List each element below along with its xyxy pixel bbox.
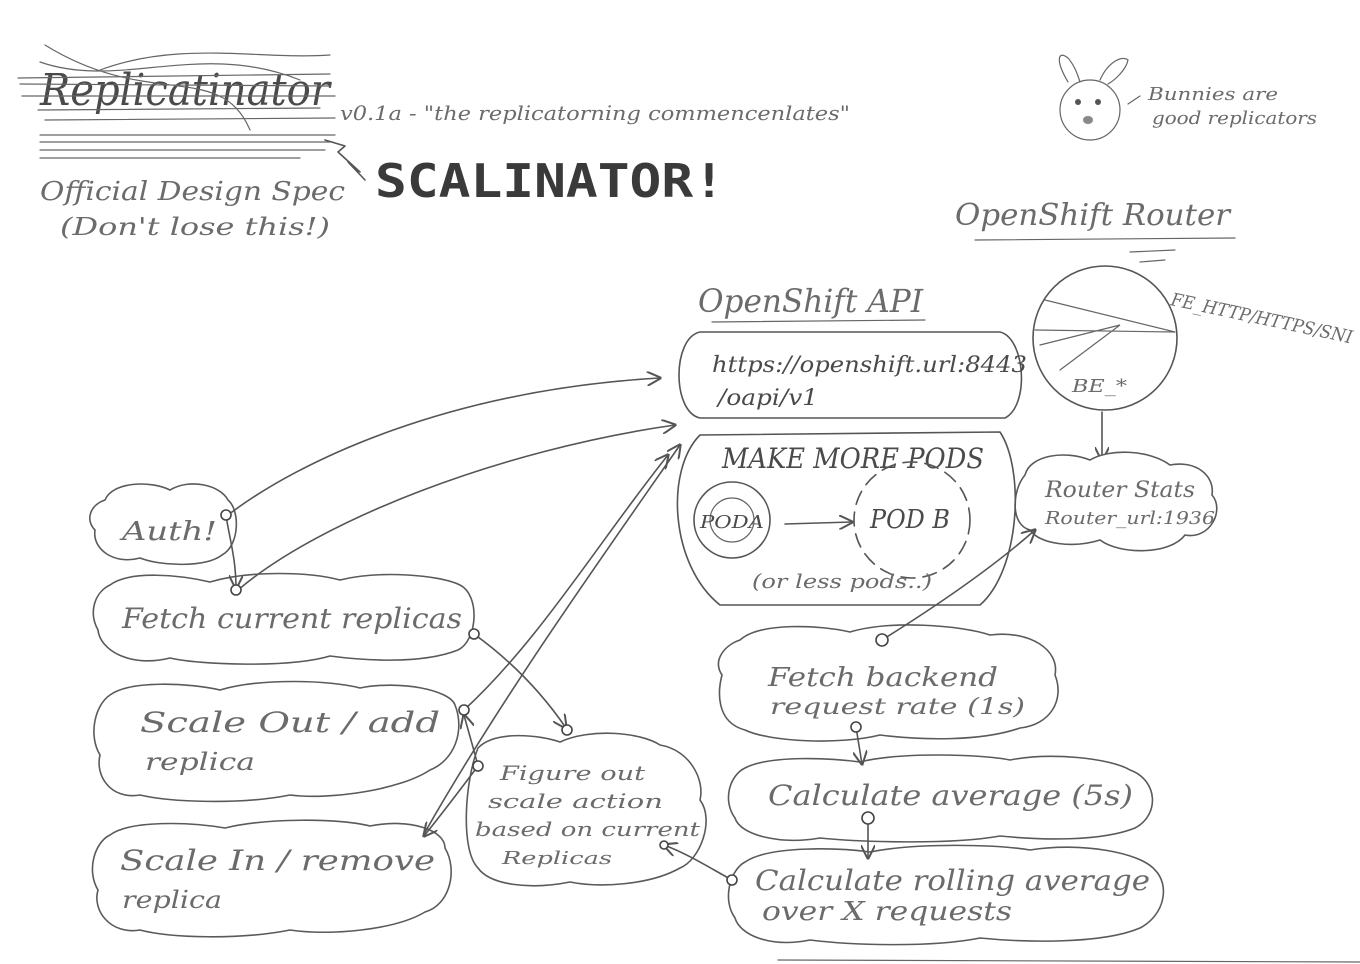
fetch-rate-line-1: Fetch backend [767,663,998,693]
api-endpoint-box [678,331,1023,419]
right-flow: Fetch backend request rate (1s) Calculat… [717,624,1165,946]
arrow-fetch-rate-to-calc [856,726,862,764]
pod-a-label: PODA [699,512,764,533]
arrow-auth-to-api [227,378,660,516]
arrow-fetch-to-api [237,425,675,591]
fetch-replicas-label: Fetch current replicas [121,602,462,635]
arrow-figure-to-scale-in [424,765,479,836]
node-dot [561,724,573,736]
bunny-icon [1058,54,1141,141]
auth-label: Auth! [119,517,217,547]
node-dot [220,509,232,521]
pod-b-label: POD B [869,505,950,535]
node-dot [458,704,470,716]
backend-label: BE_* [1071,376,1127,397]
node-dot [726,874,738,886]
spec-line-1: Official Design Spec [40,177,345,207]
router-diagram [1032,265,1178,411]
scale-out-cloud [93,680,460,803]
old-title: Replicatinator [39,65,333,116]
arrow-rolling-to-figure [664,845,733,881]
pods-box [676,431,1017,606]
api-url-line-1: https://openshift.url:8443 [712,353,1027,378]
pods-heading: MAKE MORE PODS [721,442,984,475]
calc-avg-cloud [727,754,1154,843]
api-group: OpenShift API https://openshift.url:8443… [676,282,1027,606]
bunny-note-line-2: good replicators [1152,108,1317,129]
api-title: OpenShift API [698,282,924,320]
version-note: v0.1a - "the replicatorning commencenlat… [340,101,850,125]
scale-in-cloud [91,819,452,938]
figure-out-line-4: Replicas [501,848,612,869]
node-dot [472,760,484,772]
node-dot [850,721,862,733]
api-url-line-2: /oapi/v1 [716,386,818,411]
figure-out-cloud [465,732,707,887]
figure-out-line-3: based on current [475,817,701,841]
arrow-figure-to-scale-out [464,715,479,767]
arrow-fetch-rate-to-stats [881,530,1035,641]
node-dot [659,840,669,850]
figure-out-line-2: scale action [488,789,663,813]
fetch-rate-cloud [717,624,1059,742]
rolling-avg-line-2: over X requests [762,897,1012,927]
router-group: OpenShift Router FE_HTTP/HTTPS/SNI BE_* … [955,198,1355,552]
scale-in-line-2: replica [122,886,222,914]
scale-out-line-1: Scale Out / add [140,706,440,739]
left-flow: Auth! Fetch current replicas Scale Out /… [89,483,707,938]
router-stats-title: Router Stats [1044,478,1195,503]
spec-line-2: (Don't lose this!) [60,213,330,241]
figure-out-line-1: Figure out [499,761,647,785]
calc-avg-label: Calculate average (5s) [768,779,1133,812]
bunny-group: Bunnies are good replicators [1058,54,1317,141]
new-title: SCALINATOR! [375,154,725,208]
router-title: OpenShift Router [955,198,1232,233]
arrow-scale-in-to-api [423,445,680,835]
pod-a [693,481,771,559]
scale-out-line-2: replica [145,748,255,776]
arrow-scale-out-to-api [463,455,668,711]
bunny-note-line-1: Bunnies are [1147,84,1278,105]
frontend-label: FE_HTTP/HTTPS/SNI [1168,289,1355,348]
pods-note: (or less pods..) [752,569,932,593]
arrow-fetch-to-figure [473,633,566,728]
scribble-strikethrough [17,44,366,181]
fetch-replicas-cloud [92,572,475,665]
node-dot [861,811,875,825]
old-title-group: Replicatinator v0.1a - "the replicatorni… [17,44,850,241]
rolling-avg-line-1: Calculate rolling average [755,864,1150,897]
node-dot [875,633,889,647]
connectors [220,378,1035,886]
scale-in-line-1: Scale In / remove [120,844,435,877]
node-dot [230,584,242,596]
node-dot [468,628,480,640]
arrow-auth-to-fetch [225,515,236,588]
auth-cloud [89,483,238,566]
rolling-avg-cloud [727,844,1165,946]
router-stats-url: Router_url:1936 [1044,508,1215,529]
pod-b [853,461,971,579]
fetch-rate-line-2: request rate (1s) [770,695,1025,720]
